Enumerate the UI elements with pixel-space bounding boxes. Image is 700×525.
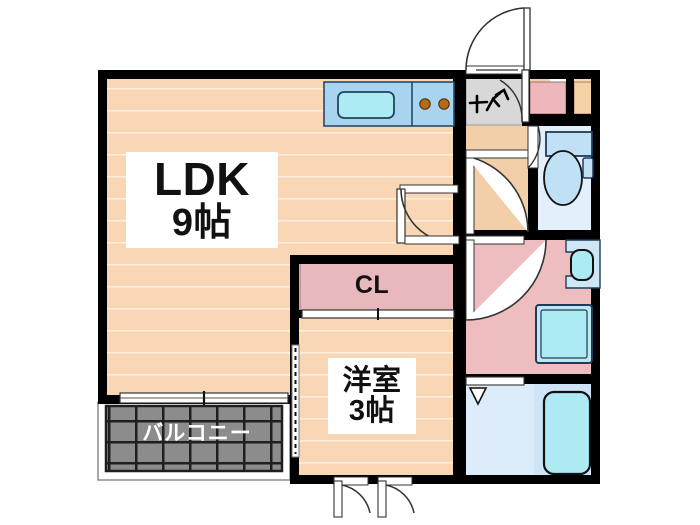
room-label-bedroom: 洋室 3帖 <box>328 358 416 434</box>
entrance-cabinets <box>529 81 593 115</box>
room-label-ldk: LDK 9帖 <box>126 152 278 248</box>
room-balcony <box>97 401 291 481</box>
wash-basin <box>565 239 601 289</box>
kitchen-stove <box>419 98 450 110</box>
ldk-name: LDK <box>153 153 251 206</box>
room-label-closet: CL <box>354 271 390 299</box>
corridor-door[interactable] <box>465 149 529 235</box>
kitchen-counter <box>323 81 455 127</box>
bathtub <box>542 390 592 476</box>
kitchen-sink <box>337 91 395 119</box>
washer-pan <box>535 304 593 364</box>
toilet-door[interactable] <box>527 125 541 169</box>
room-label-balcony: バルコニー <box>142 422 252 446</box>
bedroom-name: 洋室 <box>342 364 402 397</box>
balcony-sliding-window[interactable] <box>119 391 289 405</box>
entrance-door[interactable] <box>465 7 531 75</box>
bedroom-doors[interactable] <box>333 476 415 518</box>
genkan-inner-door[interactable] <box>499 69 530 123</box>
washroom-door[interactable] <box>465 235 554 321</box>
ldk-area: 9帖 <box>171 202 233 245</box>
bath-drain-icon <box>468 387 488 406</box>
bedroom-sliding-partition[interactable] <box>291 344 300 458</box>
bedroom-area: 3帖 <box>348 395 396 427</box>
bath-door[interactable] <box>465 376 525 386</box>
closet-sliding-doors[interactable] <box>301 308 455 320</box>
shoe-mark-icon <box>468 88 510 114</box>
ldk-door[interactable] <box>396 184 460 245</box>
toilet-unit <box>543 131 594 206</box>
